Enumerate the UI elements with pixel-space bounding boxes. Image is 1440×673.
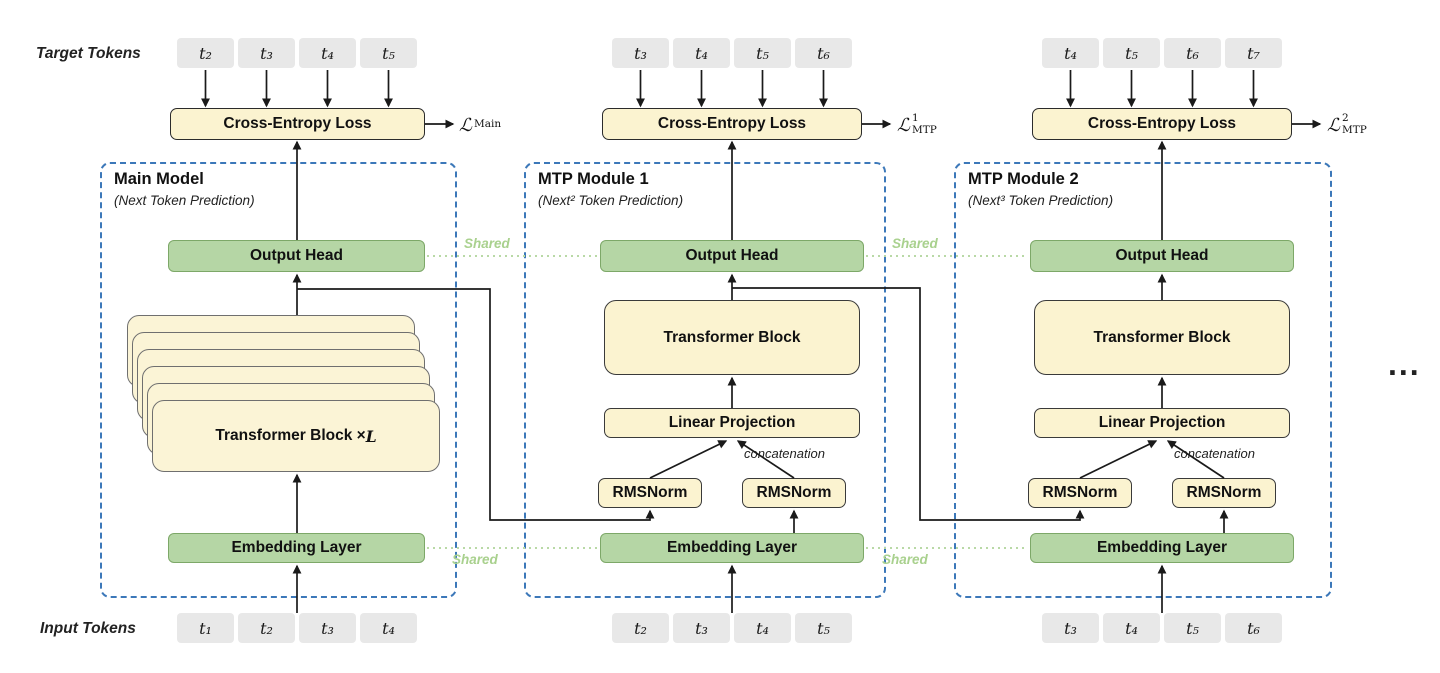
loss-symbol: ℒ — [1327, 114, 1340, 136]
target-tokens-label: Target Tokens — [36, 45, 141, 62]
embedding-layer-box: Embedding Layer — [1030, 533, 1294, 563]
continuation-ellipsis: ... — [1388, 346, 1421, 382]
input-token: t₄ — [734, 613, 791, 643]
target-token: t₄ — [1042, 38, 1099, 68]
mtp-module-1-title: MTP Module 1 — [538, 170, 649, 188]
concatenation-label: concatenation — [744, 446, 825, 461]
target-token: t₅ — [1103, 38, 1160, 68]
transformer-stack-label: Transformer Block × — [215, 427, 366, 444]
loss-subscript-block: Main — [473, 118, 502, 131]
loss-label-main: ℒ Main — [459, 111, 501, 139]
target-token: t₃ — [238, 38, 295, 68]
output-head-box: Output Head — [168, 240, 425, 272]
target-token: t₆ — [795, 38, 852, 68]
input-token: t₃ — [299, 613, 356, 643]
target-token: t₇ — [1225, 38, 1282, 68]
target-token: t₅ — [734, 38, 791, 68]
rmsnorm-left-box: RMSNorm — [1028, 478, 1132, 508]
shared-label: Shared — [892, 236, 938, 251]
mtp-module-2-subtitle: (Next³ Token Prediction) — [968, 193, 1114, 208]
input-token: t₃ — [673, 613, 730, 643]
embedding-layer-box: Embedding Layer — [168, 533, 425, 563]
cross-entropy-loss-box: Cross-Entropy Loss — [1032, 108, 1292, 140]
output-head-box: Output Head — [600, 240, 864, 272]
transformer-stack-depth-var: L — [365, 426, 377, 446]
target-token: t₄ — [673, 38, 730, 68]
input-tokens-label: Input Tokens — [40, 620, 136, 637]
input-token: t₅ — [1164, 613, 1221, 643]
input-token: t₄ — [360, 613, 417, 643]
linear-projection-box: Linear Projection — [1034, 408, 1290, 438]
cross-entropy-loss-box: Cross-Entropy Loss — [170, 108, 425, 140]
shared-label: Shared — [452, 552, 498, 567]
main-model-title: Main Model — [114, 170, 204, 188]
rmsnorm-left-box: RMSNorm — [598, 478, 702, 508]
linear-projection-box: Linear Projection — [604, 408, 860, 438]
shared-label: Shared — [882, 552, 928, 567]
input-token: t₁ — [177, 613, 234, 643]
mtp-module-1-subtitle: (Next² Token Prediction) — [538, 193, 684, 208]
transformer-block-box: Transformer Block — [1034, 300, 1290, 375]
shared-label: Shared — [464, 236, 510, 251]
transformer-stack-front: Transformer Block × L — [152, 400, 440, 472]
target-token: t₃ — [612, 38, 669, 68]
input-token: t₆ — [1225, 613, 1282, 643]
concatenation-label: concatenation — [1174, 446, 1255, 461]
input-token: t₄ — [1103, 613, 1160, 643]
input-token: t₅ — [795, 613, 852, 643]
target-token: t₆ — [1164, 38, 1221, 68]
rmsnorm-right-box: RMSNorm — [1172, 478, 1276, 508]
input-token: t₂ — [612, 613, 669, 643]
main-model-subtitle: (Next Token Prediction) — [114, 193, 255, 208]
loss-symbol: ℒ — [897, 114, 910, 136]
cross-entropy-loss-box: Cross-Entropy Loss — [602, 108, 862, 140]
transformer-block-box: Transformer Block — [604, 300, 860, 375]
input-token: t₃ — [1042, 613, 1099, 643]
input-token: t₂ — [238, 613, 295, 643]
rmsnorm-right-box: RMSNorm — [742, 478, 846, 508]
loss-symbol: ℒ — [459, 114, 472, 136]
target-token: t₄ — [299, 38, 356, 68]
target-token: t₅ — [360, 38, 417, 68]
output-head-box: Output Head — [1030, 240, 1294, 272]
embedding-layer-box: Embedding Layer — [600, 533, 864, 563]
target-token: t₂ — [177, 38, 234, 68]
mtp-module-2-title: MTP Module 2 — [968, 170, 1079, 188]
